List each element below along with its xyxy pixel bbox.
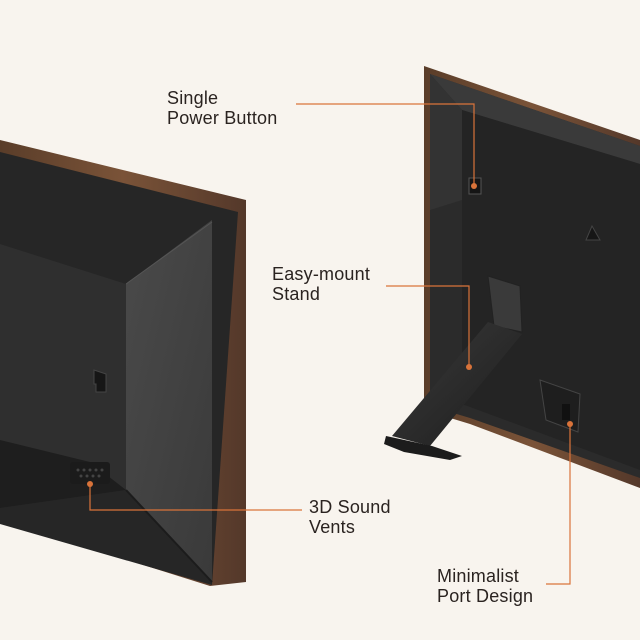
right-frame: [384, 66, 640, 488]
mount-stand-leader: [386, 285, 470, 366]
sound-vents-leader: [89, 484, 302, 511]
stand-leg: [392, 322, 522, 446]
leader-dots: [87, 183, 573, 487]
stand-hinge: [487, 275, 523, 333]
power-button-callout: Single Power Button: [167, 88, 277, 128]
right-keyhole-mount-icon: [585, 224, 601, 241]
speaker-vent-icon: [70, 462, 110, 484]
sound-vents-callout-line1: 3D Sound: [309, 497, 391, 517]
port-slot: [562, 404, 570, 420]
port-design-callout: Minimalist Port Design: [437, 566, 533, 606]
mount-stand-callout: Easy-mount Stand: [272, 264, 370, 304]
power-button-callout-line1: Single: [167, 88, 219, 108]
mount-stand-callout-line2: Stand: [272, 284, 321, 304]
mount-stand-callout-line1: Easy-mount: [272, 264, 371, 284]
stand-foot: [384, 436, 462, 460]
left-frame-bevel: [126, 220, 212, 582]
left-frame: [0, 140, 246, 586]
sound-vents-callout: 3D Sound Vents: [309, 497, 391, 537]
power-button-callout-line2: Power Button: [167, 108, 278, 128]
power-button-leader: [296, 103, 475, 184]
port-design-callout-line1: Minimalist: [437, 566, 520, 586]
sound-vents-callout-line2: Vents: [309, 517, 356, 537]
keyhole-mount-icon: [93, 369, 107, 393]
port-design-leader: [546, 424, 571, 585]
left-frame-panel: [0, 244, 126, 508]
right-frame-panel: [462, 110, 640, 470]
leader-lines: [89, 103, 571, 585]
port-design-callout-line2: Port Design: [437, 586, 534, 606]
